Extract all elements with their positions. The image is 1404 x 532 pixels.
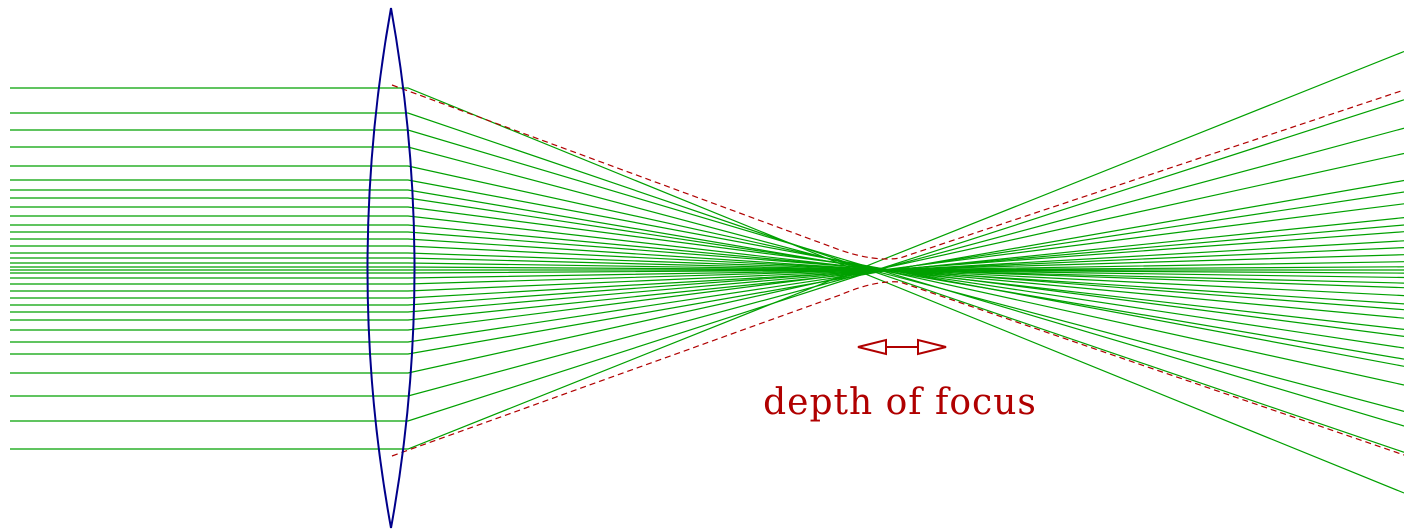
light-ray <box>10 99 1404 422</box>
light-ray <box>10 112 1404 453</box>
light-ray <box>10 215 1404 330</box>
envelope-line <box>391 281 1404 457</box>
depth-of-focus-arrow <box>857 338 947 356</box>
arrow-head <box>917 338 947 356</box>
light-ray <box>10 50 1404 450</box>
light-ray <box>10 217 1404 321</box>
light-ray <box>10 127 1404 397</box>
light-ray <box>10 152 1404 374</box>
light-ray <box>10 189 1404 360</box>
marginal-ray-envelope <box>391 84 1404 457</box>
lens <box>366 7 416 529</box>
light-ray <box>10 238 1404 305</box>
depth-of-focus-label: depth of focus <box>763 382 1037 423</box>
light-ray <box>10 179 1404 355</box>
light-ray <box>10 146 1404 412</box>
arrow-head <box>857 338 887 356</box>
light-ray <box>10 129 1404 427</box>
light-rays <box>10 50 1404 494</box>
light-ray <box>10 165 1404 386</box>
light-ray <box>10 87 1404 494</box>
envelope-line <box>391 84 1404 260</box>
